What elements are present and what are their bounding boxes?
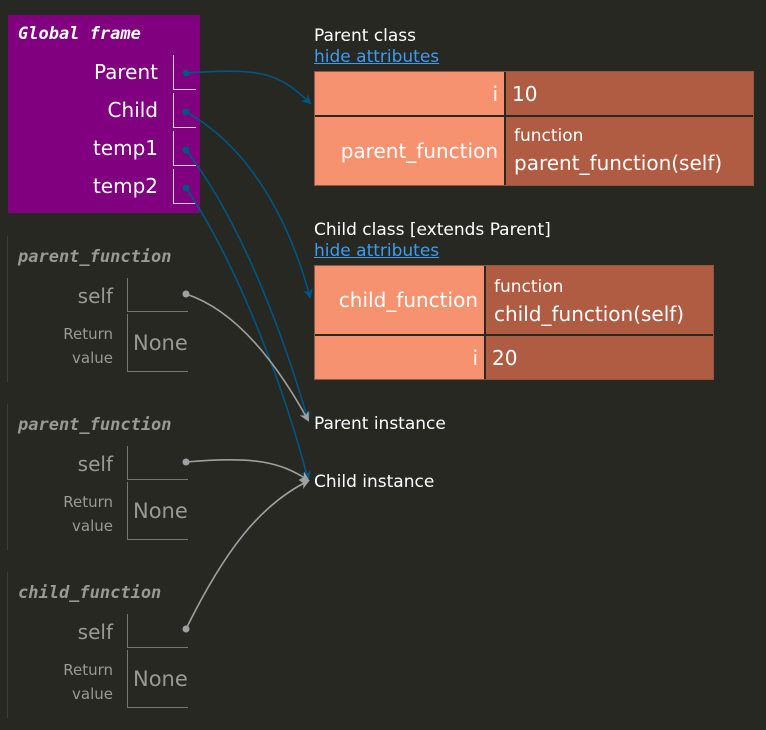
attr-value-cell: 10 [506,72,753,115]
arrow-temp2-to-child-instance [185,187,311,481]
attr-key-cell: parent_function [315,117,504,185]
return-value: None [133,499,188,523]
function-type-label: function [514,126,584,146]
attr-key-cell: i [315,72,504,115]
attr-key-cell: child_function [315,266,484,334]
param-name: self [77,620,113,644]
return-label: Return value [63,661,113,703]
arrow-child-to-child-class [185,111,313,299]
arrow-self-to-child-instance-2 [185,480,310,630]
return-value: None [133,667,188,691]
parent-hide-attributes-link[interactable]: hide attributes [314,47,440,67]
global-var-parent: Parent [8,55,200,91]
function-frame-child-function: child_function self Return value None [7,572,198,718]
function-frame-title: parent_function [18,415,172,435]
pointer-box [173,131,196,166]
pointer-box [173,55,196,90]
return-label: Return value [63,325,113,367]
attr-value-cell: function child_function(self) [486,266,713,334]
var-name: temp1 [92,136,158,160]
param-name: self [77,452,113,476]
pointer-box [173,93,196,128]
function-frame-parent-function-2: parent_function self Return value None [7,404,198,550]
child-hide-attributes-link[interactable]: hide attributes [314,241,440,261]
function-frame-title: child_function [18,583,162,603]
pointer-box [127,614,188,648]
global-frame: Global frame Parent Child temp1 temp2 [8,15,200,213]
function-frame-parent-function-1: parent_function self Return value None [7,236,198,382]
pointer-box [127,278,188,312]
return-value-box [127,482,188,540]
attr-key-cell: i [315,336,484,379]
function-signature: parent_function(self) [514,151,723,175]
parent-class-title: Parent class [314,26,417,46]
attr-key: i [472,346,478,370]
attr-value: 20 [492,346,518,370]
function-type-label: function [494,277,564,297]
global-var-child: Child [8,93,200,129]
attr-key: i [492,82,498,106]
global-frame-title: Global frame [18,24,141,44]
return-value: None [133,331,188,355]
child-class-title: Child class [extends Parent] [314,220,551,240]
global-var-temp1: temp1 [8,131,200,167]
arrow-temp1-to-parent-instance [185,149,311,422]
var-name: Parent [93,60,158,84]
parent-instance-label: Parent instance [314,414,446,434]
attr-key: parent_function [340,139,498,163]
parent-class-table: i 10 parent_function function parent_fun… [314,71,754,186]
arrow-self-to-child-instance-1 [185,458,310,482]
child-class-table: child_function function child_function(s… [314,265,714,380]
attr-value-cell: 20 [486,336,713,379]
arrow-self-to-parent-instance [185,293,309,422]
var-name: Child [107,98,158,122]
attr-value-cell: function parent_function(self) [506,117,753,185]
child-instance-label: Child instance [314,472,435,492]
pointer-box [173,169,196,204]
return-value-box [127,650,188,708]
return-label: Return value [63,493,113,535]
attr-value: 10 [512,82,538,106]
attr-key: child_function [338,288,478,312]
arrow-parent-to-parent-class [185,70,312,105]
var-name: temp2 [92,174,158,198]
param-name: self [77,284,113,308]
function-frame-title: parent_function [18,247,172,267]
return-value-box [127,314,188,372]
function-signature: child_function(self) [494,302,685,326]
pointer-box [127,446,188,480]
global-var-temp2: temp2 [8,169,200,205]
